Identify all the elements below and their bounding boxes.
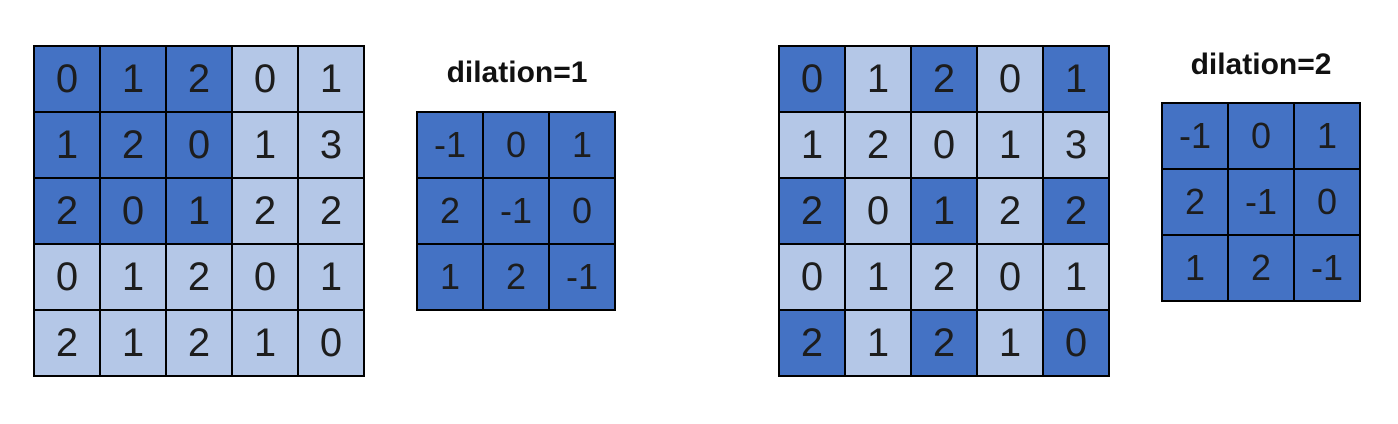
grid-cell-r0c4: 1 <box>298 46 364 112</box>
grid-cell-r0c2: 2 <box>166 46 232 112</box>
grid-cell-r0c3: 0 <box>977 46 1043 112</box>
grid-cell-r1c0: 2 <box>417 178 483 244</box>
grid-cell-r2c1: 2 <box>1228 235 1294 301</box>
grid-cell-r1c0: 2 <box>1162 169 1228 235</box>
grid-cell-r0c1: 0 <box>483 112 549 178</box>
grid-cell-r2c4: 2 <box>298 178 364 244</box>
grid-cell-r2c2: 1 <box>166 178 232 244</box>
grid-cell-r1c0: 1 <box>34 112 100 178</box>
grid-cell-r0c2: 1 <box>1294 103 1360 169</box>
grid-cell-r1c2: 0 <box>549 178 615 244</box>
grid-cell-r2c0: 1 <box>417 244 483 310</box>
grid-cell-r4c4: 0 <box>1043 310 1109 376</box>
grid-cell-r0c0: 0 <box>779 46 845 112</box>
grid-cell-r2c2: -1 <box>1294 235 1360 301</box>
grid-cell-r2c0: 2 <box>779 178 845 244</box>
grid-cell-r1c4: 3 <box>298 112 364 178</box>
grid-cell-r2c4: 2 <box>1043 178 1109 244</box>
grid-cell-r0c0: -1 <box>1162 103 1228 169</box>
grid-cell-r0c4: 1 <box>1043 46 1109 112</box>
grid-cell-r2c0: 1 <box>1162 235 1228 301</box>
grid-cell-r3c1: 1 <box>845 244 911 310</box>
grid-cell-r0c1: 0 <box>1228 103 1294 169</box>
grid-cell-r4c3: 1 <box>977 310 1043 376</box>
grid-cell-r4c0: 2 <box>34 310 100 376</box>
grid-cell-r2c1: 0 <box>100 178 166 244</box>
grid-cell-r3c1: 1 <box>100 244 166 310</box>
grid-cell-r0c1: 1 <box>845 46 911 112</box>
grid-cell-r3c3: 0 <box>232 244 298 310</box>
grid-cell-r4c4: 0 <box>298 310 364 376</box>
grid-cell-r4c0: 2 <box>779 310 845 376</box>
grid-cell-r1c0: 1 <box>779 112 845 178</box>
grid-cell-r3c0: 0 <box>34 244 100 310</box>
grid-cell-r0c2: 1 <box>549 112 615 178</box>
grid-cell-r3c0: 0 <box>779 244 845 310</box>
grid-cell-r2c3: 2 <box>232 178 298 244</box>
grid-cell-r0c0: 0 <box>34 46 100 112</box>
grid-cell-r4c2: 2 <box>166 310 232 376</box>
grid-cell-r0c1: 1 <box>100 46 166 112</box>
grid-cell-r2c1: 0 <box>845 178 911 244</box>
grid-cell-r2c3: 2 <box>977 178 1043 244</box>
grid-cell-r3c3: 0 <box>977 244 1043 310</box>
grid-cell-r1c3: 1 <box>977 112 1043 178</box>
grid-cell-r1c2: 0 <box>1294 169 1360 235</box>
grid-cell-r1c1: 2 <box>845 112 911 178</box>
grid-cell-r1c1: 2 <box>100 112 166 178</box>
grid-cell-r2c2: -1 <box>549 244 615 310</box>
grid-cell-r1c1: -1 <box>1228 169 1294 235</box>
grid-cell-r3c4: 1 <box>298 244 364 310</box>
dilation2-label: dilation=2 <box>1190 48 1332 81</box>
grid-cell-r3c2: 2 <box>911 244 977 310</box>
grid-cell-r2c2: 1 <box>911 178 977 244</box>
grid-cell-r1c3: 1 <box>232 112 298 178</box>
grid-cell-r4c1: 1 <box>100 310 166 376</box>
grid-cell-r0c3: 0 <box>232 46 298 112</box>
grid-cell-r3c4: 1 <box>1043 244 1109 310</box>
grid-cell-r0c0: -1 <box>417 112 483 178</box>
grid-cell-r2c1: 2 <box>483 244 549 310</box>
grid-cell-r4c1: 1 <box>845 310 911 376</box>
grid-cell-r1c1: -1 <box>483 178 549 244</box>
grid-cell-r3c2: 2 <box>166 244 232 310</box>
grid-cell-r1c4: 3 <box>1043 112 1109 178</box>
grid-cell-r1c2: 0 <box>166 112 232 178</box>
grid-cell-r4c3: 1 <box>232 310 298 376</box>
grid-cell-r0c2: 2 <box>911 46 977 112</box>
grid-cell-r4c2: 2 <box>911 310 977 376</box>
dilation1-label: dilation=1 <box>446 56 588 89</box>
grid-cell-r1c2: 0 <box>911 112 977 178</box>
grid-cell-r2c0: 2 <box>34 178 100 244</box>
